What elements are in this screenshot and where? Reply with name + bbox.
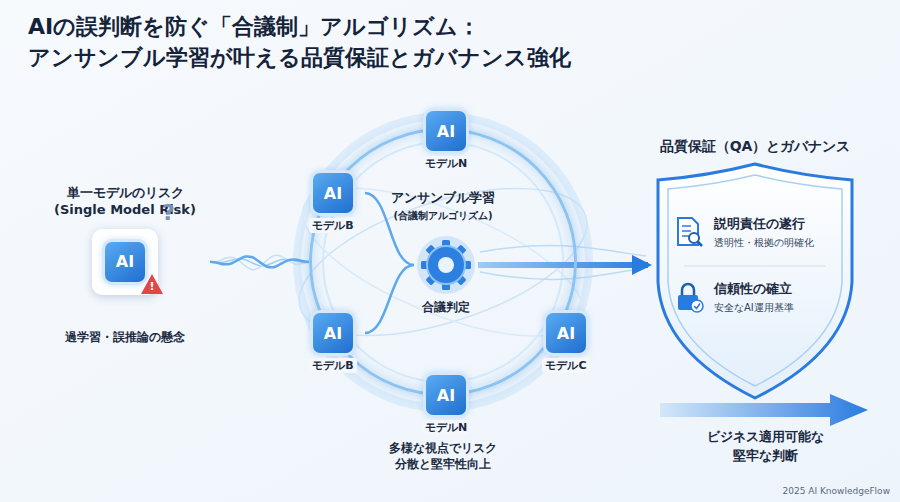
footer: 2025 AI KnowledgeFlow [740,486,890,496]
model-chip: AI モデルC [534,313,598,373]
ai-chip: AI [426,111,466,151]
ai-chip: AI [313,313,353,353]
item-heading: 説明責任の遂行 [714,215,846,233]
ai-chip: AI [105,242,145,282]
model-link [365,265,414,333]
shield-item: 信頼性の確立安全なAI運用基準 [674,280,846,315]
model-name: モデルN [422,420,470,435]
ai-chip: AI [546,313,586,353]
question-mark: ? [162,200,182,225]
document-icon [674,216,704,248]
model-name: モデルN [422,156,470,171]
risk-caption: 過学習・誤推論の懸念 [40,329,210,346]
model-chip: AI モデルB [301,313,365,373]
chip-label: AI [324,324,342,343]
caption: 多様な視点でリスク分散と堅牢性向上 [385,440,501,472]
flow-arrow [478,262,648,268]
ai-chip: AI [426,375,466,415]
model-chip: AI モデルN [414,375,478,435]
chip-label: AI [116,252,134,271]
shield-heading: 品質保証（QA）とガバナンス [648,138,862,156]
chip-label: AI [437,122,455,141]
model-name: モデルC [542,358,589,373]
item-detail: 安全なAI運用基準 [714,301,846,315]
model-chip: AI モデルB [301,173,365,233]
chip-label: AI [557,324,575,343]
chip-label: AI [324,184,342,203]
ai-chip: AI [313,173,353,213]
outcome-arrow [660,394,868,426]
ring-subheading: (合議制アルゴリズム) [312,209,574,223]
flow-line [480,268,646,279]
consensus-gear: 合議判定 [414,235,478,316]
item-detail: 透明性・根拠の明確化 [714,236,846,250]
wave-strand [210,255,309,269]
flow-line [480,245,646,256]
lock-icon [674,281,704,313]
governance-shield: 説明責任の遂行透明性・根拠の明確化信頼性の確立安全なAI運用基準 品質保証（QA）… [648,138,862,410]
shield-item: 説明責任の遂行透明性・根拠の明確化 [674,215,846,250]
gear-icon [414,235,478,295]
model-name: モデルB [309,218,356,233]
model-chip: AI モデルN [414,111,478,171]
ensemble-ring: AIモデルNAIモデルB合議判定AIモデルBAIモデルCAIモデルNアンサンブル… [309,128,577,396]
ring-heading: アンサンブル学習 [312,189,574,207]
gear-label: 合議判定 [414,299,478,316]
item-heading: 信頼性の確立 [714,280,846,298]
risk-model: 単一モデルのリスク (Single Model Risk) AI 過学習・誤推論の懸… [40,185,210,346]
risk-heading: 単一モデルのリスク (Single Model Risk) [40,185,210,219]
title: AIの誤判断を防ぐ「合議制」アルゴリズム： アンサンブル学習が叶える品質保証とガ… [28,12,628,74]
chip-label: AI [437,386,455,405]
outcome-label: ビジネス適用可能な 堅牢な判断 [680,428,850,466]
signal-wave [210,256,309,267]
model-name: モデルB [309,358,356,373]
